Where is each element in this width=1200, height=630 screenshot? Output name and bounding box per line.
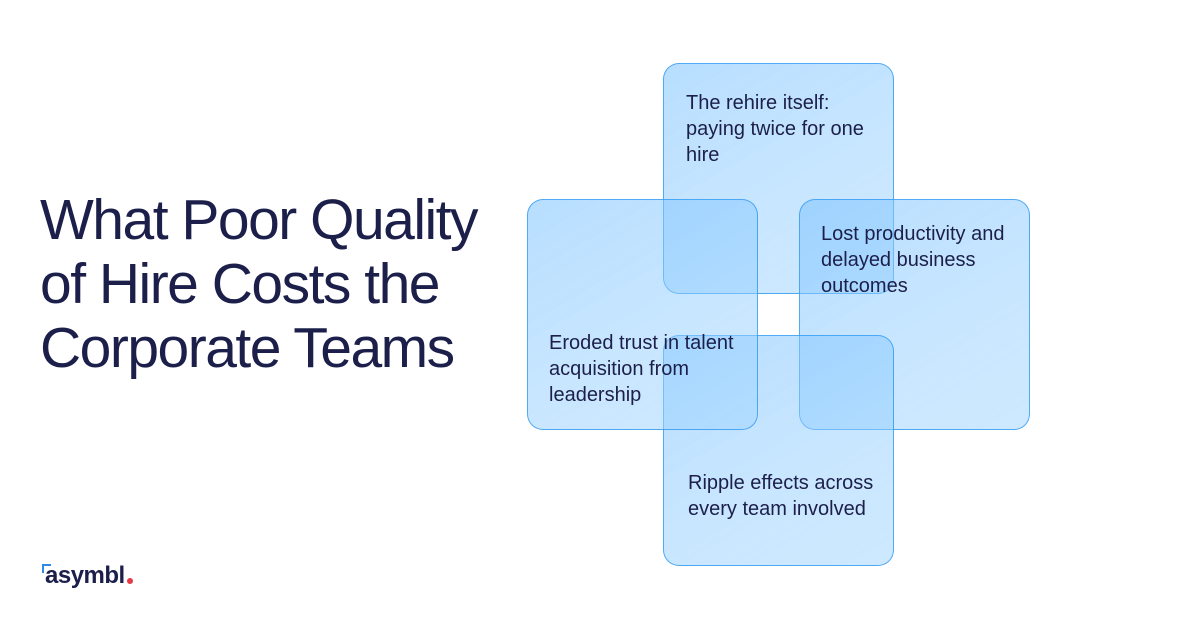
- card-eroded-trust-text: Eroded trust in talent acquisition from …: [549, 332, 734, 406]
- card-eroded-trust: [527, 199, 758, 430]
- card-ripple-effects-text: Ripple effects across every team involve…: [688, 472, 874, 520]
- card-productivity: [799, 199, 1030, 430]
- logo-wordmark: asymbl: [45, 562, 125, 589]
- card-rehire-text: The rehire itself: paying twice for one …: [686, 92, 864, 166]
- logo-bracket-icon: [42, 564, 51, 573]
- brand-logo: asymbl: [42, 560, 133, 590]
- page-title: What Poor Quality of Hire Costs the Corp…: [40, 188, 479, 380]
- card-productivity-text: Lost productivity and delayed business o…: [821, 223, 1005, 297]
- logo-dot-icon: [126, 578, 133, 584]
